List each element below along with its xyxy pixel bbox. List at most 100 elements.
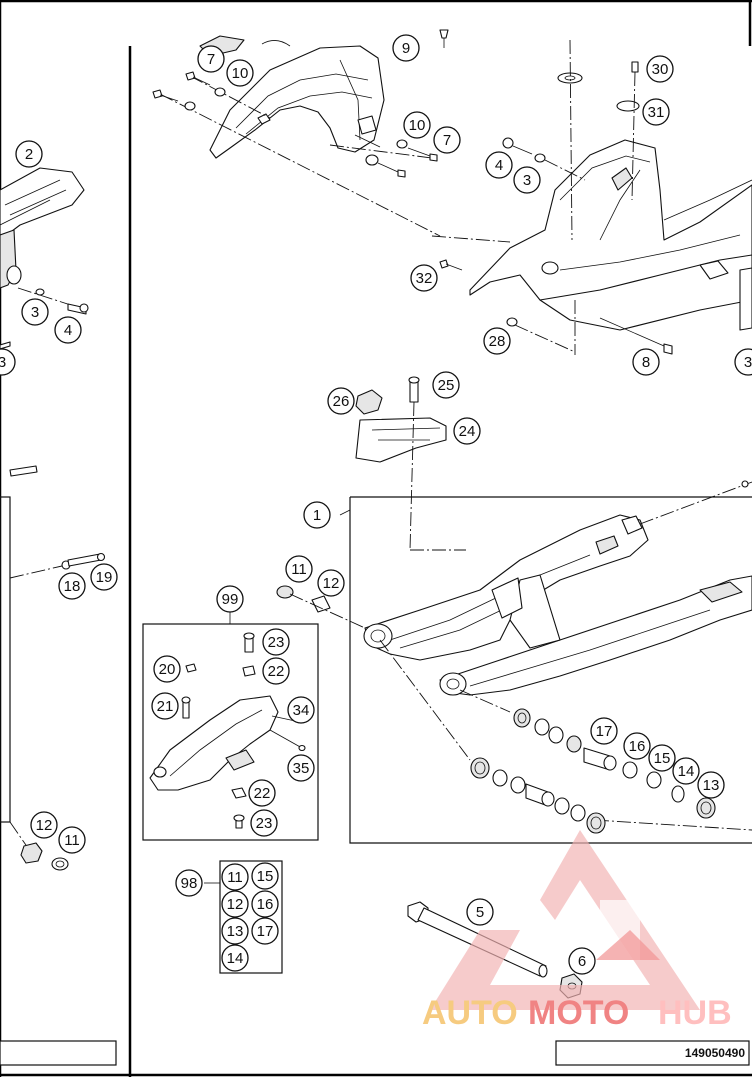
watermark-logo: AUTO MOTO HUB — [422, 830, 732, 1032]
callout-circle — [58, 826, 86, 854]
callout-circle — [466, 898, 494, 926]
callout-circle — [485, 151, 513, 179]
callout-c15: 15 — [648, 744, 676, 772]
callout-c2: 2 — [15, 140, 43, 168]
callout-number: 20 — [159, 661, 176, 678]
callout-c21: 21 — [151, 692, 179, 720]
callout-c18: 18 — [58, 572, 86, 600]
callout-circle — [392, 34, 420, 62]
callout-circle — [590, 717, 618, 745]
callout-number: 14 — [678, 763, 695, 780]
callout-number: 22 — [254, 785, 271, 802]
callout-circle — [221, 890, 249, 918]
callout-circle — [153, 655, 181, 683]
callout-c7b: 7 — [433, 126, 461, 154]
callout-c22a: 22 — [262, 657, 290, 685]
callout-circle — [15, 140, 43, 168]
callout-circle — [30, 811, 58, 839]
callout-number: 2 — [25, 146, 33, 163]
callout-c34: 34 — [287, 696, 315, 724]
callout-number: 12 — [227, 896, 244, 913]
callout-c9: 9 — [392, 34, 420, 62]
callout-circle — [632, 348, 660, 376]
callout-number: 3 — [523, 172, 531, 189]
rear-fender-assembly — [152, 29, 752, 355]
callout-c25: 25 — [432, 371, 460, 399]
callout-c30: 30 — [646, 55, 674, 83]
callout-c35: 35 — [287, 754, 315, 782]
callout-circle — [303, 501, 331, 529]
callout-number: 30 — [652, 61, 669, 78]
callout-c10a: 10 — [226, 59, 254, 87]
callout-circle — [90, 563, 118, 591]
callout-k14: 14 — [221, 944, 249, 972]
chain-guide-parts — [355, 376, 466, 551]
callout-circle — [197, 45, 225, 73]
callout-number: 14 — [227, 950, 244, 967]
callout-number: 3 — [31, 304, 39, 321]
callout-c31: 31 — [642, 98, 670, 126]
callout-c14: 14 — [672, 757, 700, 785]
callout-circle — [248, 779, 276, 807]
callout-c98: 98 — [175, 869, 203, 897]
callout-circle — [648, 744, 676, 772]
callout-c4a: 4 — [54, 316, 82, 344]
callout-c3a: 3 — [21, 298, 49, 326]
callout-k11: 11 — [221, 863, 249, 891]
callout-circle — [262, 657, 290, 685]
callout-number: 12 — [36, 817, 53, 834]
callout-circle — [327, 387, 355, 415]
callout-circle — [403, 111, 431, 139]
callout-number: 15 — [654, 750, 671, 767]
callout-c16: 16 — [623, 732, 651, 760]
callout-circle — [0, 348, 16, 376]
callout-c11a: 11 — [58, 826, 86, 854]
bearing-kit-box — [204, 860, 283, 974]
callout-number: 7 — [443, 132, 451, 149]
callout-circle — [175, 869, 203, 897]
document-number-box: 149050490 — [555, 1040, 750, 1066]
callout-circle — [151, 692, 179, 720]
callout-circle — [734, 348, 752, 376]
callout-c28: 28 — [483, 327, 511, 355]
callout-circle — [623, 732, 651, 760]
callout-circle — [226, 59, 254, 87]
callout-number: 12 — [323, 575, 340, 592]
callout-number: 24 — [459, 423, 476, 440]
callout-number: 17 — [596, 723, 613, 740]
callout-circle — [221, 944, 249, 972]
callout-circle — [697, 771, 725, 799]
callout-number: 3 — [744, 354, 752, 371]
callout-circle — [432, 371, 460, 399]
callout-number: 16 — [629, 738, 646, 755]
callout-number: 26 — [333, 393, 350, 410]
callout-number: 5 — [476, 904, 484, 921]
callout-number: 23 — [256, 815, 273, 832]
callout-circle — [433, 126, 461, 154]
callout-c22b: 22 — [248, 779, 276, 807]
callout-k13: 13 — [221, 917, 249, 945]
callout-c13: 13 — [697, 771, 725, 799]
callout-circle — [287, 696, 315, 724]
callout-k16: 16 — [251, 890, 279, 918]
callout-c6: 6 — [568, 947, 596, 975]
callout-circle — [287, 754, 315, 782]
callout-number: 34 — [293, 702, 310, 719]
watermark-hub: HUB — [658, 994, 732, 1032]
callout-c23b: 23 — [250, 809, 278, 837]
left-page-drawing — [0, 167, 117, 1066]
callout-k12: 12 — [221, 890, 249, 918]
callout-c3d: 3 — [734, 348, 752, 376]
callout-c8: 8 — [632, 348, 660, 376]
watermark-moto: MOTO — [528, 994, 629, 1032]
callout-number: 99 — [222, 591, 239, 608]
callout-number: 17 — [257, 923, 274, 940]
callout-number: 22 — [268, 663, 285, 680]
callout-c12b: 12 — [317, 569, 345, 597]
chain-slider-kit — [142, 612, 319, 841]
callout-c11b: 11 — [285, 555, 313, 583]
callout-circle — [483, 327, 511, 355]
callout-c24: 24 — [453, 417, 481, 445]
